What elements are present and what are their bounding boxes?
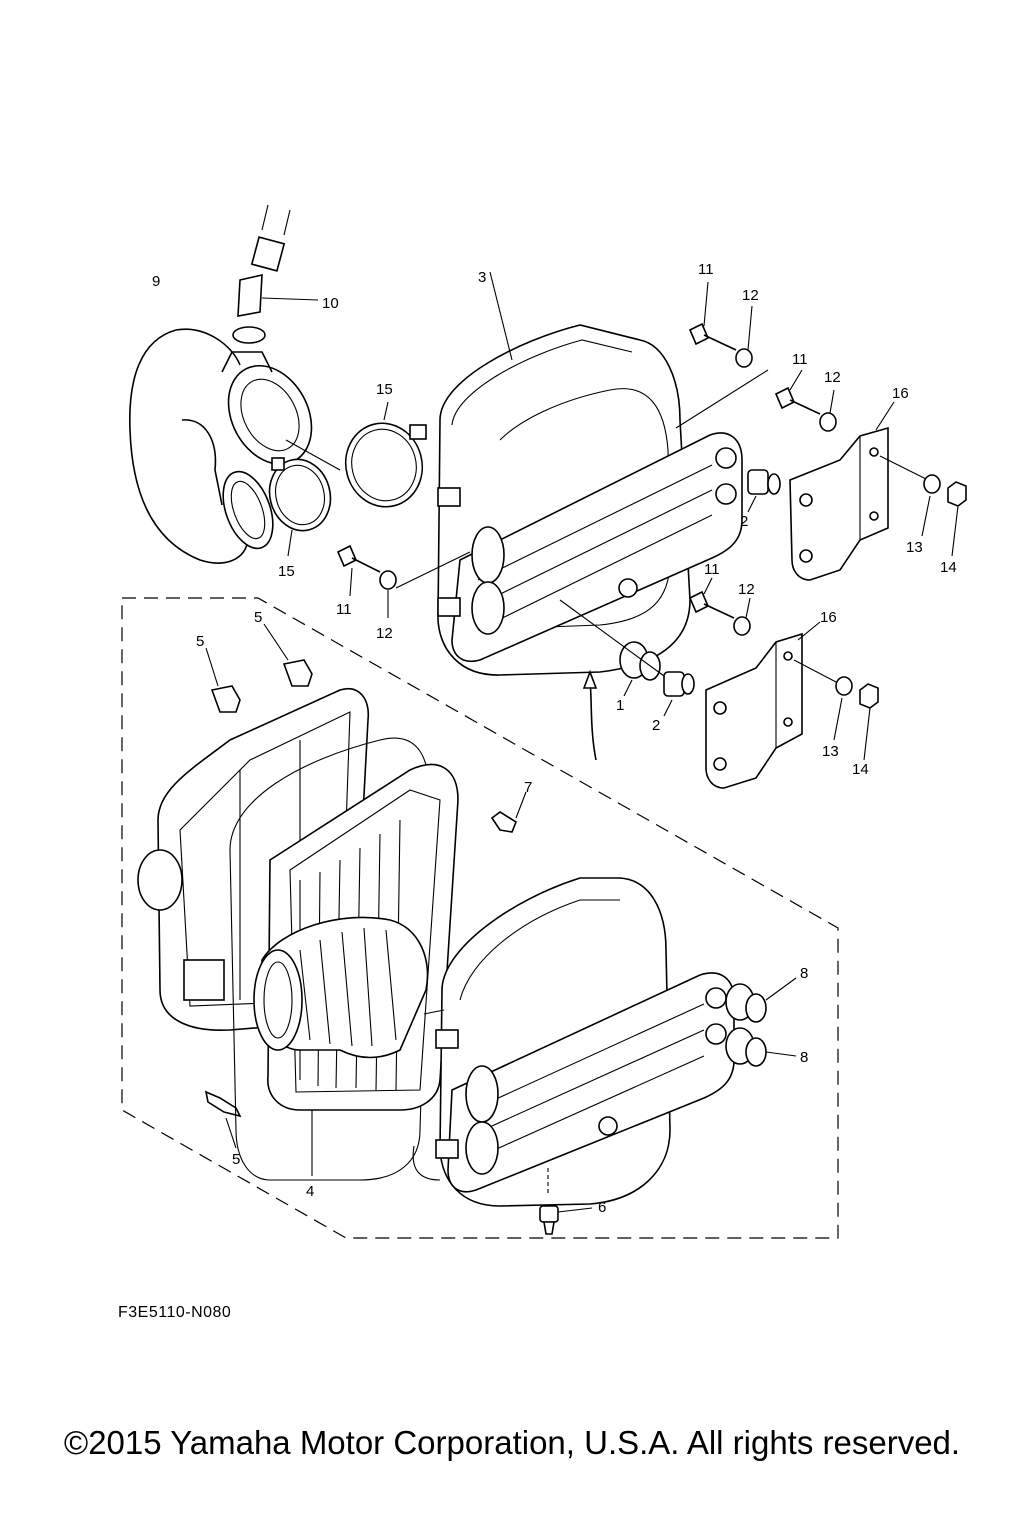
callout-13: 13 [906,539,923,556]
callout-16: 16 [820,609,837,626]
air-cleaner-case-upper [437,271,769,676]
callout-12: 12 [738,581,755,598]
drain-plug [539,1168,593,1235]
damper-a [725,977,797,1023]
callout-5: 5 [232,1151,240,1168]
callout-8: 8 [800,1049,808,1066]
callout-11: 11 [698,261,714,278]
diagram-reference-code: F3E5110-N080 [118,1304,232,1321]
callout-13: 13 [822,743,839,760]
bolt-washer-set-a [688,281,753,368]
assembly-arrow [582,669,598,761]
bolt-washer-set-d [688,577,751,636]
callout-15: 15 [278,563,295,580]
callout-6: 6 [598,1199,606,1216]
clamp-upper [344,401,427,508]
callout-5: 5 [196,633,204,650]
callout-11: 11 [336,601,352,618]
clip-c [204,1090,242,1149]
callout-16: 16 [892,385,909,402]
intake-duct [128,328,341,564]
washer-nut-upper [921,474,967,557]
screw [490,791,527,833]
callout-12: 12 [376,625,393,642]
subassembly-boundary [121,597,839,1239]
callout-10: 10 [322,295,339,312]
callout-11: 11 [704,561,720,578]
bracket-lower [705,621,837,789]
callout-14: 14 [940,559,957,576]
clamp-lower [268,457,332,557]
collar-upper [747,469,781,513]
hose-fitting [232,204,319,344]
callout-1: 1 [616,697,624,714]
intake-boot [253,916,429,1059]
callout-12: 12 [824,369,841,386]
washer-nut-lower [833,676,879,761]
callout-8: 8 [800,965,808,982]
callout-7: 7 [524,779,532,796]
bolt-washer-set-b [774,369,837,432]
bolt-washer-set-c [336,544,471,618]
callout-2: 2 [740,513,748,530]
callout-12: 12 [742,287,759,304]
callout-3: 3 [478,269,486,286]
callout-5: 5 [254,609,262,626]
copyright-notice: ©2015 Yamaha Motor Corporation, U.S.A. A… [63,1424,961,1461]
bracket-upper [789,401,929,581]
callout-15: 15 [376,381,393,398]
callout-9: 9 [152,273,160,290]
clip-b [263,623,313,687]
collar-lower [559,599,695,717]
air-cleaner-cover-lower [412,877,735,1207]
damper-b [725,1027,797,1067]
callout-14: 14 [852,761,869,778]
callout-4: 4 [306,1183,314,1200]
callout-11: 11 [792,351,808,368]
callouts: 9 10 3 11 12 11 12 16 15 2 13 14 15 11 1… [152,261,957,1216]
callout-2: 2 [652,717,660,734]
clip-a [205,647,241,713]
